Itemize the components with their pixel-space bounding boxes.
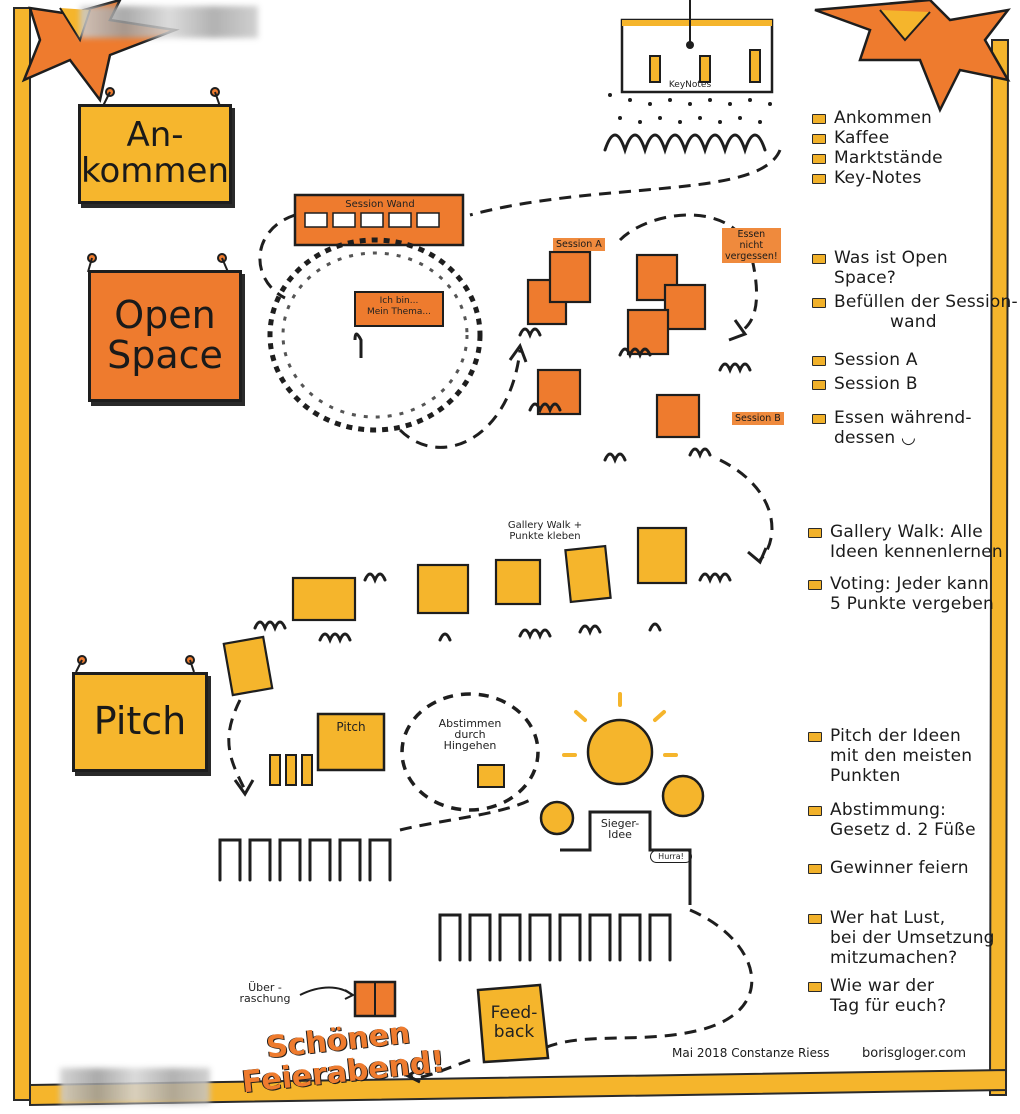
bullet-pitch-4: Wer hat Lust, bei der Umsetzung mitzumac… bbox=[806, 908, 1006, 968]
label-session-b: Session B bbox=[732, 412, 784, 425]
footer-credit: Mai 2018 Constanze Riess bbox=[672, 1046, 830, 1060]
bullet-open-space-2: Befüllen der Session- wand bbox=[810, 292, 1018, 332]
label-session-a: Session A bbox=[553, 238, 605, 251]
bullets-ankommen: Ankommen Kaffee Marktstände Key-Notes bbox=[810, 108, 990, 188]
label-gallery-walk: Gallery Walk + Punkte kleben bbox=[507, 520, 583, 542]
blurred-logo-top bbox=[80, 6, 258, 38]
label-ich-bin: Ich bin... Mein Thema... bbox=[367, 296, 431, 317]
bullets-open-space: Was ist Open Space? Befüllen der Session… bbox=[810, 248, 1018, 448]
label-keynotes: KeyNotes bbox=[668, 80, 712, 90]
sign-pitch-title: Pitch bbox=[93, 699, 187, 744]
label-session-wand: Session Wand bbox=[345, 199, 415, 210]
bullet-pitch-2: Abstimmung: Gesetz d. 2 Füße bbox=[806, 800, 1006, 840]
label-pitch-board: Pitch bbox=[336, 720, 366, 734]
bullet-open-space-4: Session B bbox=[810, 374, 1000, 394]
sign-ankommen-title: An- kommen bbox=[81, 115, 229, 191]
bullet-pitch-5: Wie war der Tag für euch? bbox=[806, 976, 1006, 1016]
footer-site: borisgloger.com bbox=[862, 1046, 967, 1061]
sign-open-space-title: Open Space bbox=[107, 293, 223, 377]
bullet-ankommen-4: Key-Notes bbox=[810, 168, 990, 188]
label-essen: Essen nicht vergessen! bbox=[722, 228, 781, 263]
sign-pitch: Pitch bbox=[72, 672, 208, 772]
bullets-pitch: Pitch der Ideen mit den meisten Punkten … bbox=[806, 726, 1006, 1016]
bullet-pitch-1: Pitch der Ideen mit den meisten Punkten bbox=[806, 726, 1006, 786]
sign-open-space: Open Space bbox=[88, 270, 242, 402]
bullet-open-space-5: Essen während- dessen ◡ bbox=[810, 408, 1000, 448]
bullet-gallery-2: Voting: Jeder kann 5 Punkte vergeben bbox=[806, 574, 1006, 614]
label-hurra: Hurra! bbox=[650, 850, 692, 863]
bullet-ankommen-2: Kaffee bbox=[810, 128, 990, 148]
bullet-ankommen-3: Marktstände bbox=[810, 148, 990, 168]
bullets-gallery: Gallery Walk: Alle Ideen kennenlernen Vo… bbox=[806, 522, 1006, 614]
label-feedback: Feed- back bbox=[490, 1003, 538, 1042]
blurred-logo-bottom bbox=[60, 1068, 210, 1104]
bullet-ankommen-1: Ankommen bbox=[810, 108, 990, 128]
bullet-open-space-1: Was ist Open Space? bbox=[810, 248, 1000, 288]
bullet-gallery-1: Gallery Walk: Alle Ideen kennenlernen bbox=[806, 522, 1006, 562]
label-ueberraschung: Über - raschung bbox=[239, 981, 291, 1005]
bullet-open-space-3: Session A bbox=[810, 350, 1000, 370]
label-abstimmen: Abstimmen durch Hingehen bbox=[438, 717, 502, 752]
label-sieger-idee: Sieger- Idee bbox=[600, 817, 640, 841]
bullet-pitch-3: Gewinner feiern bbox=[806, 858, 1006, 878]
sign-ankommen: An- kommen bbox=[78, 104, 232, 204]
